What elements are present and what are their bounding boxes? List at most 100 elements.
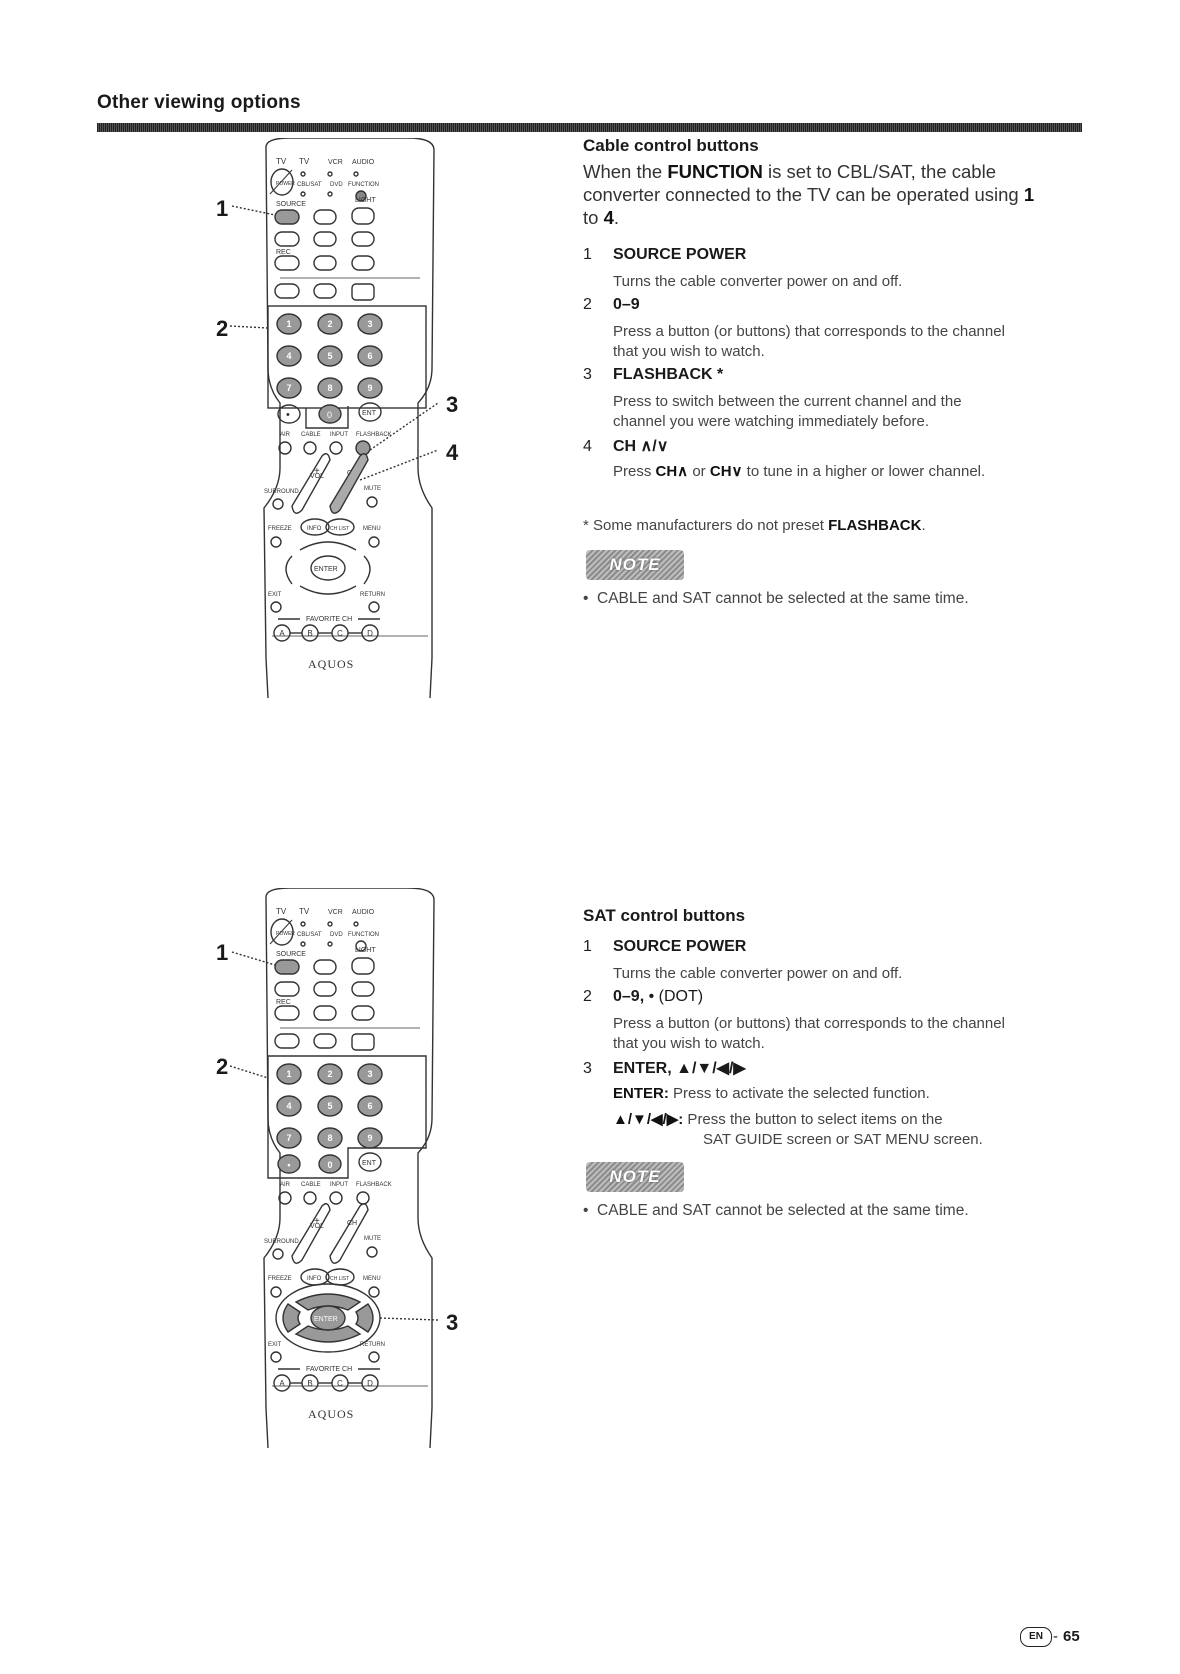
svg-text:•: •	[286, 409, 290, 421]
svg-text:FLASHBACK: FLASHBACK	[356, 1182, 392, 1188]
svg-text:D: D	[367, 629, 373, 638]
sat-item-3-desc-arrows: ▲/▼/◀/▶: Press the button to select item…	[613, 1111, 943, 1128]
svg-text:CH LIST: CH LIST	[330, 526, 349, 532]
svg-text:RETURN: RETURN	[360, 592, 385, 598]
svg-text:ENT: ENT	[362, 1160, 377, 1167]
sat-item-3-desc-arrows-cont: SAT GUIDE screen or SAT MENU screen.	[703, 1131, 983, 1148]
svg-text:MENU: MENU	[363, 1276, 381, 1282]
svg-text:3: 3	[367, 1069, 372, 1079]
svg-text:TV: TV	[276, 907, 287, 916]
svg-text:CH LIST: CH LIST	[330, 1276, 349, 1282]
cable-heading: Cable control buttons	[583, 136, 759, 155]
digit-group-highlight	[267, 305, 427, 409]
label-tv: TV	[276, 157, 287, 166]
svg-text:+: +	[314, 1216, 320, 1227]
remote-brand: AQUOS	[308, 657, 354, 671]
remote1-callout-3: 3	[446, 392, 459, 417]
svg-text:FREEZE: FREEZE	[268, 526, 292, 532]
cable-note-badge: NOTE	[586, 550, 684, 580]
svg-text:SURROUND: SURROUND	[264, 489, 299, 495]
label-cblsat: CBL/SAT	[297, 182, 322, 188]
remote2-callout-3: 3	[446, 1310, 459, 1335]
svg-text:ENT: ENT	[362, 410, 377, 417]
svg-text:8: 8	[327, 1133, 332, 1143]
ch-rocker	[329, 453, 369, 514]
source-power-button	[274, 209, 300, 225]
svg-text:SOURCE: SOURCE	[276, 951, 306, 958]
svg-text:REC: REC	[276, 999, 291, 1006]
section-title: Other viewing options	[97, 92, 301, 113]
sat-item-2-desc: Press a button (or buttons) that corresp…	[613, 1015, 1005, 1052]
title-rule	[97, 123, 1082, 132]
remote1-callout-1: 1	[216, 196, 229, 221]
svg-text:1: 1	[286, 1069, 291, 1079]
svg-text:ENTER: ENTER	[314, 566, 338, 573]
svg-text:AUDIO: AUDIO	[352, 909, 375, 916]
label-light: LIGHT	[355, 197, 376, 204]
svg-text:CH: CH	[347, 1220, 357, 1227]
svg-text:6: 6	[367, 1101, 372, 1111]
svg-text:8: 8	[327, 383, 332, 393]
svg-text:A: A	[279, 629, 285, 638]
svg-text:CABLE: CABLE	[301, 1182, 321, 1188]
sat-heading: SAT control buttons	[583, 906, 746, 925]
svg-text:0: 0	[327, 410, 332, 420]
label-tv-cblsat: TV	[299, 157, 310, 166]
remote-illustration-cable: TV TV VCR AUDIO CBL/SAT DVD FUNCTION POW…	[229, 138, 439, 698]
svg-text:1: 1	[286, 319, 291, 329]
remote2-callout-1: 1	[216, 940, 229, 965]
sat-item-3-desc-enter: ENTER: Press to activate the selected fu…	[613, 1085, 930, 1102]
svg-text:2: 2	[327, 1069, 332, 1079]
svg-text:EXIT: EXIT	[268, 592, 282, 598]
label-power: POWER	[276, 181, 295, 187]
label-rec: REC	[276, 249, 291, 256]
svg-text:D: D	[367, 1379, 373, 1388]
remote1-callout-2: 2	[216, 316, 229, 341]
svg-text:RETURN: RETURN	[360, 1342, 385, 1348]
svg-text:FREEZE: FREEZE	[268, 1276, 292, 1282]
svg-text:DVD: DVD	[330, 932, 343, 938]
svg-text:INPUT: INPUT	[330, 432, 348, 438]
power-button	[270, 168, 294, 196]
page-number-dash: -	[1053, 1628, 1058, 1645]
svg-text:VOL: VOL	[310, 1223, 324, 1230]
svg-text:5: 5	[327, 1101, 332, 1111]
svg-text:TV: TV	[299, 907, 310, 916]
svg-text:0: 0	[327, 1160, 332, 1170]
svg-text:CABLE: CABLE	[301, 432, 321, 438]
svg-text:9: 9	[367, 383, 372, 393]
label-vcr: VCR	[328, 159, 343, 166]
cable-item-3-desc: Press to switch between the current chan…	[613, 393, 962, 430]
label-function: FUNCTION	[348, 182, 379, 188]
svg-text:6: 6	[367, 351, 372, 361]
svg-text:AQUOS: AQUOS	[308, 1407, 354, 1421]
svg-text:MUTE: MUTE	[364, 486, 381, 492]
svg-text:B: B	[307, 1379, 312, 1388]
svg-text:9: 9	[367, 1133, 372, 1143]
svg-text:LIGHT: LIGHT	[355, 947, 376, 954]
svg-text:B: B	[307, 629, 312, 638]
svg-text:SURROUND: SURROUND	[264, 1239, 299, 1245]
svg-text:3: 3	[367, 319, 372, 329]
svg-text:AIR: AIR	[280, 432, 291, 438]
sat-note-badge: NOTE	[586, 1162, 684, 1192]
cable-item-2-desc: Press a button (or buttons) that corresp…	[613, 323, 1005, 360]
remote1-callout-4: 4	[446, 440, 459, 465]
svg-text:POWER: POWER	[276, 931, 295, 937]
label-audio: AUDIO	[352, 159, 375, 166]
language-badge: EN	[1020, 1627, 1052, 1647]
svg-text:A: A	[279, 1379, 285, 1388]
svg-text:7: 7	[286, 1133, 291, 1143]
cable-note-text: •CABLE and SAT cannot be selected at the…	[583, 590, 969, 607]
svg-text:5: 5	[327, 351, 332, 361]
svg-text:FLASHBACK: FLASHBACK	[356, 432, 392, 438]
svg-text:AIR: AIR	[280, 1182, 291, 1188]
cable-footnote: * Some manufacturers do not preset FLASH…	[583, 517, 926, 534]
